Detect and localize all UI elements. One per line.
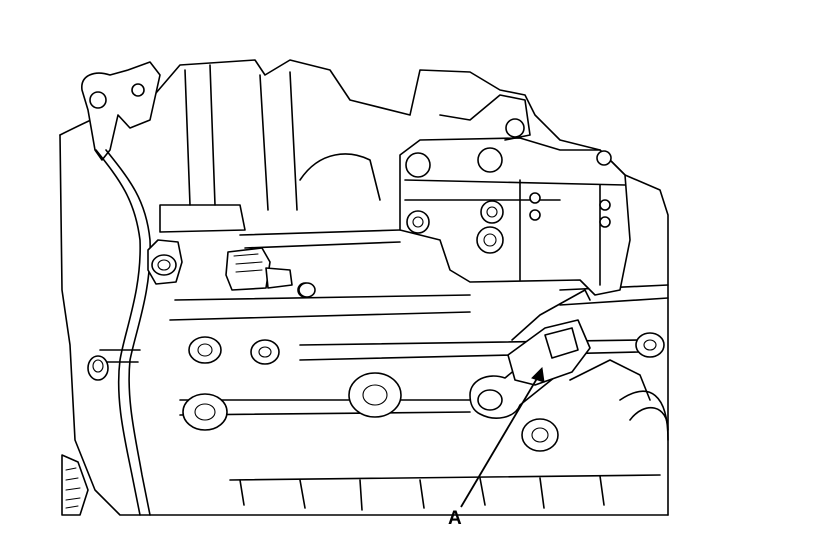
electrical-connector [225, 247, 313, 298]
left-bolt [147, 239, 183, 285]
sensor-A [469, 289, 591, 419]
mounting-bosses [182, 282, 665, 452]
callout-leader [460, 366, 545, 508]
callout-label-a: A [448, 508, 462, 529]
housing-outline [59, 59, 669, 516]
lower-left-component [61, 454, 89, 516]
lower-left-stud [87, 355, 109, 381]
breather-tube [95, 149, 151, 516]
upper-ribs [159, 64, 381, 233]
right-housing [569, 359, 669, 441]
upper-bracket [81, 61, 161, 161]
bottom-flange [229, 474, 661, 511]
web-bands [169, 229, 669, 416]
valve-body [399, 94, 631, 296]
